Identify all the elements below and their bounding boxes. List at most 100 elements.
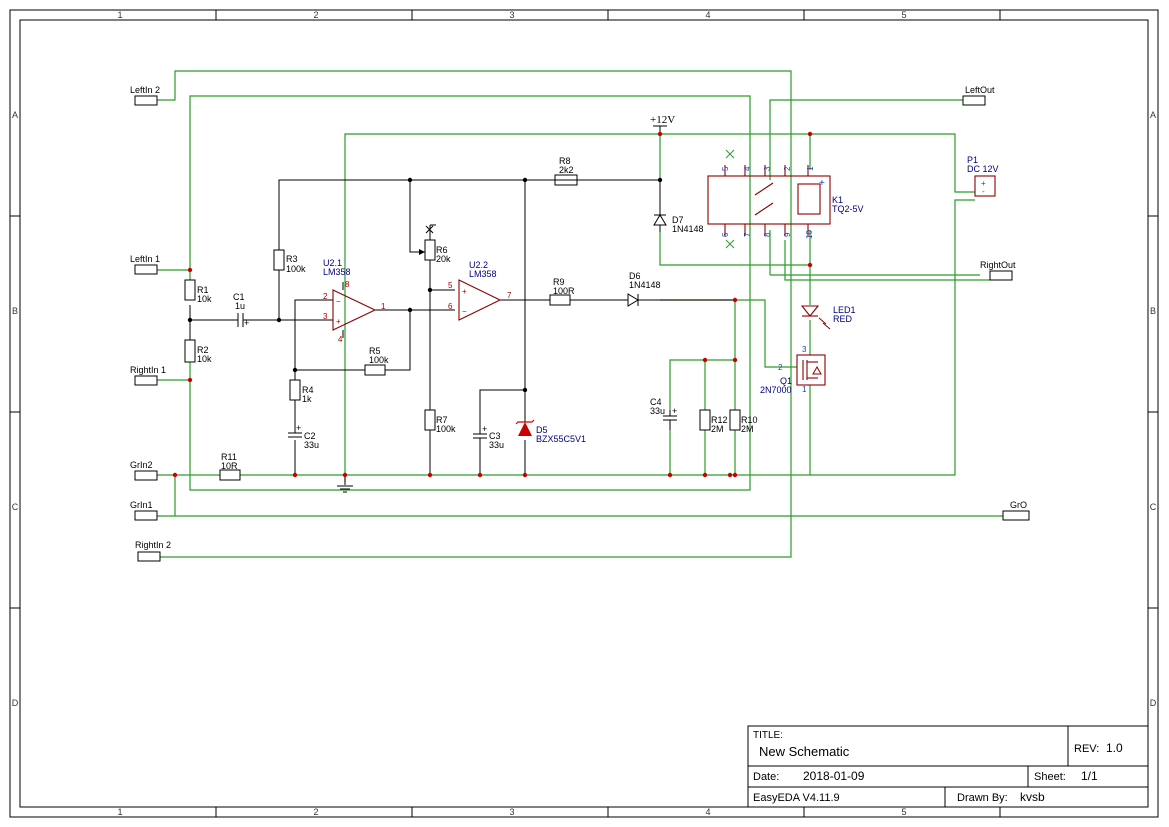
p1-pin-plus: + bbox=[981, 179, 986, 188]
frame-row-labels: A B C D A B C D bbox=[12, 110, 1157, 708]
p1-val: DC 12V bbox=[967, 164, 999, 174]
svg-text:+: + bbox=[482, 424, 487, 434]
k1-pin-7: 7 bbox=[743, 232, 752, 237]
d6-val: 1N4148 bbox=[629, 280, 661, 290]
frame-column-labels: 1 2 3 4 5 1 2 3 4 5 bbox=[117, 10, 906, 817]
r4-ref: R4 bbox=[302, 385, 314, 395]
port-rightin2: RightIn 2 bbox=[135, 540, 171, 550]
power-label: +12V bbox=[650, 114, 675, 126]
column-label: 5 bbox=[901, 10, 906, 20]
c4-val: 33u bbox=[650, 406, 665, 416]
sheet-value: 1/1 bbox=[1081, 769, 1098, 783]
column-label: 2 bbox=[313, 807, 318, 817]
c2-val: 33u bbox=[304, 440, 319, 450]
r8-val: 2k2 bbox=[559, 165, 574, 175]
d7-ref: D7 bbox=[672, 215, 684, 225]
diode-d7 bbox=[653, 182, 667, 232]
r7-ref: R7 bbox=[436, 415, 448, 425]
c4-ref: C4 bbox=[650, 397, 662, 407]
row-label: D bbox=[12, 698, 19, 708]
resistor-r7-body bbox=[424, 409, 436, 431]
column-label: 4 bbox=[705, 807, 710, 817]
u22-val: LM358 bbox=[469, 269, 497, 279]
drawn-by-value: kvsb bbox=[1020, 790, 1045, 804]
u21-pin-noninv: 3 bbox=[323, 312, 328, 321]
k1-val: TQ2-5V bbox=[832, 204, 864, 214]
r3-ref: R3 bbox=[286, 254, 298, 264]
d7-val: 1N4148 bbox=[672, 224, 704, 234]
u21-val: LM358 bbox=[323, 267, 351, 277]
component-labels: R1 10k R2 10k C1 1u R3 100k U2.1 LM358 R… bbox=[197, 155, 999, 471]
c2-ref: C2 bbox=[304, 431, 316, 441]
r2-val: 10k bbox=[197, 354, 212, 364]
c1-val: 1u bbox=[235, 301, 245, 311]
tool-version: EasyEDA V4.11.9 bbox=[753, 792, 840, 804]
r1-val: 10k bbox=[197, 294, 212, 304]
r11-ref: R11 bbox=[221, 452, 237, 462]
rev-label: REV: bbox=[1074, 743, 1099, 755]
column-label: 2 bbox=[313, 10, 318, 20]
svg-text:+: + bbox=[819, 178, 825, 189]
led1-ref: LED1 bbox=[833, 305, 856, 315]
q1-pin-source: 1 bbox=[802, 385, 807, 394]
row-label: D bbox=[1150, 698, 1157, 708]
u21-pin-out: 1 bbox=[381, 302, 386, 311]
potentiometer-r6-body bbox=[424, 239, 436, 261]
ground-symbol bbox=[337, 485, 353, 493]
k1-pin-4: 4 bbox=[743, 166, 752, 171]
port-leftin1: LeftIn 1 bbox=[130, 254, 160, 264]
q1-pin-gate: 2 bbox=[778, 363, 783, 372]
r4-val: 1k bbox=[302, 394, 312, 404]
c3-val: 33u bbox=[489, 440, 504, 450]
u21-ref: U2.1 bbox=[323, 258, 342, 268]
k1-pin-10: 10 bbox=[805, 230, 814, 239]
resistor-r8-body bbox=[554, 174, 578, 186]
r12-val: 2M bbox=[711, 424, 724, 434]
green-wires bbox=[157, 70, 1003, 558]
sheet-label: Sheet: bbox=[1034, 771, 1066, 783]
relay-k1: + bbox=[707, 149, 831, 249]
r6-val: 20k bbox=[436, 254, 451, 264]
column-label: 3 bbox=[509, 10, 514, 20]
r2-ref: R2 bbox=[197, 345, 209, 355]
resistor-r2-body bbox=[184, 339, 196, 363]
u22-pin-out: 7 bbox=[507, 291, 512, 300]
d6-ref: D6 bbox=[629, 271, 641, 281]
resistor-r12-body bbox=[699, 409, 711, 431]
port-leftout: LeftOut bbox=[965, 85, 995, 95]
d5-val: BZX55C5V1 bbox=[536, 434, 586, 444]
q1-val: 2N7000 bbox=[760, 385, 792, 395]
capacitors: + + + + bbox=[233, 313, 677, 442]
port-grin1: GrIn1 bbox=[130, 500, 153, 510]
resistor-r1-body bbox=[184, 279, 196, 301]
k1-pin-1: 1 bbox=[806, 166, 815, 171]
u21-pin-inv: 2 bbox=[323, 292, 328, 301]
resistors bbox=[184, 174, 741, 481]
u21-pin-gnd: 4 bbox=[338, 335, 343, 344]
opamp-pin-numbers: 2 3 1 8 4 5 6 7 bbox=[323, 280, 512, 344]
r8-ref: R8 bbox=[559, 156, 571, 166]
sheet-frame bbox=[9, 9, 1159, 818]
svg-text:−: − bbox=[336, 297, 341, 306]
row-label: A bbox=[12, 110, 18, 120]
r10-ref: R10 bbox=[741, 415, 758, 425]
column-label: 5 bbox=[901, 807, 906, 817]
svg-text:+: + bbox=[672, 406, 677, 416]
r6-ref: R6 bbox=[436, 245, 448, 255]
port-gro: GrO bbox=[1010, 500, 1027, 510]
r10-val: 2M bbox=[741, 424, 754, 434]
port-rightin1: RightIn 1 bbox=[130, 365, 166, 375]
black-wires bbox=[189, 179, 660, 485]
u21-pin-vcc: 8 bbox=[345, 280, 350, 289]
row-label: B bbox=[12, 306, 18, 316]
u22-pin-inv: 6 bbox=[448, 302, 453, 311]
column-label: 1 bbox=[117, 10, 122, 20]
column-label: 3 bbox=[509, 807, 514, 817]
r1-ref: R1 bbox=[197, 285, 209, 295]
k1-pin-5: 5 bbox=[721, 166, 730, 171]
r7-val: 100k bbox=[436, 424, 456, 434]
svg-text:+: + bbox=[244, 318, 249, 328]
resistor-r11-body bbox=[219, 469, 241, 481]
k1-pin-6: 6 bbox=[721, 232, 730, 237]
